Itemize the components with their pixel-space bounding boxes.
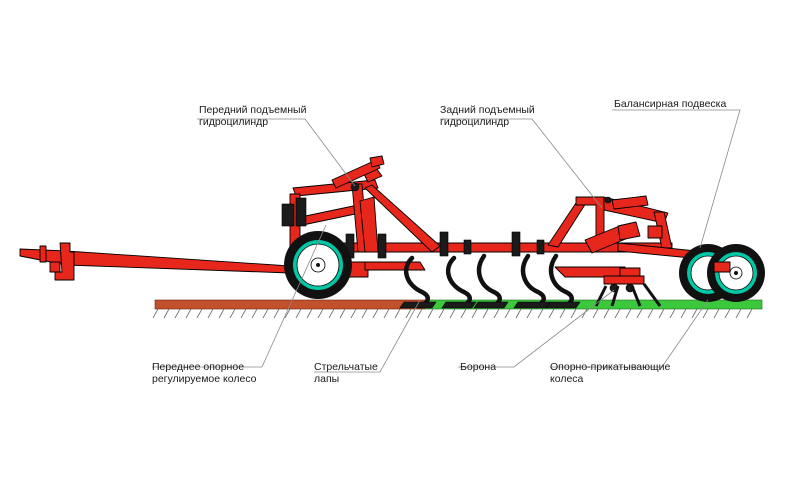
hatch-mark: [361, 308, 368, 319]
hatch-mark: [317, 308, 324, 319]
hatch-mark: [218, 308, 225, 319]
hatch-mark: [262, 308, 269, 319]
hatch-mark: [592, 308, 599, 319]
hatch-mark: [515, 308, 522, 319]
sweep-shank-3: [476, 253, 502, 309]
packer-wheels: [679, 244, 765, 302]
hatch-mark: [306, 308, 313, 319]
label-sweeps: Стрельчатые лапы: [314, 361, 381, 385]
hatch-mark: [163, 308, 170, 319]
hatch-mark: [680, 308, 687, 319]
sweep-shank-4: [520, 253, 546, 309]
sweep-foot-1: [399, 301, 437, 309]
hatch-mark: [581, 308, 588, 319]
hatch-mark: [328, 308, 335, 319]
hatch-mark: [449, 308, 456, 319]
hatch-mark: [273, 308, 280, 319]
hatch-mark: [284, 308, 291, 319]
label-balance-suspension: Балансирная подвеска: [614, 98, 726, 110]
hatch-mark: [636, 308, 643, 319]
hatch-mark: [240, 308, 247, 319]
hatch-mark: [196, 308, 203, 319]
callout-labels: Передний подъемный гидроцилиндр Задний п…: [152, 98, 726, 385]
hatch-mark: [394, 308, 401, 319]
label-packer-wheels: Опорно-прикатывающие колеса: [550, 361, 673, 385]
hatch-mark: [559, 308, 566, 319]
hatch-mark: [438, 308, 445, 319]
ground-hatching: [152, 308, 753, 319]
hatch-mark: [625, 308, 632, 319]
hatch-mark: [548, 308, 555, 319]
rear-hydraulic-cylinder: [584, 195, 649, 254]
label-rear-cylinder: Задний подъемный гидроцилиндр: [440, 104, 538, 128]
hatch-mark: [647, 308, 654, 319]
sweep-foot-4: [513, 301, 551, 309]
hatch-mark: [383, 308, 390, 319]
hatch-mark: [207, 308, 214, 319]
hatch-mark: [493, 308, 500, 319]
sweep-foot-2: [441, 301, 477, 309]
hatch-mark: [669, 308, 676, 319]
label-front-cylinder: Передний подъемный гидроцилиндр: [199, 104, 309, 128]
sweep-shank-5: [548, 253, 574, 309]
front-hydraulic-cylinder: [331, 155, 385, 189]
hatch-mark: [460, 308, 467, 319]
hatch-mark: [350, 308, 357, 319]
hatch-mark: [251, 308, 258, 319]
harrow: [594, 275, 662, 307]
front-wheel: [284, 231, 352, 299]
hatch-mark: [658, 308, 665, 319]
hatch-mark: [174, 308, 181, 319]
hatch-mark: [724, 308, 731, 319]
hatch-mark: [570, 308, 577, 319]
hatch-mark: [482, 308, 489, 319]
hatch-mark: [537, 308, 544, 319]
hatch-mark: [471, 308, 478, 319]
hatch-mark: [405, 308, 412, 319]
hatch-mark: [295, 308, 302, 319]
label-harrow: Борона: [460, 361, 496, 373]
hatch-mark: [339, 308, 346, 319]
sweep-foot-5: [545, 301, 581, 309]
hatch-mark: [152, 308, 159, 319]
sweep-foot-3: [473, 301, 509, 309]
label-front-wheel: Переднее опорное регулируемое колесо: [152, 361, 257, 385]
hatch-mark: [185, 308, 192, 319]
hatch-mark: [427, 308, 434, 319]
hatch-mark: [504, 308, 511, 319]
hatch-mark: [702, 308, 709, 319]
drawbar: [19, 242, 291, 281]
hatch-mark: [746, 308, 753, 319]
sweep-shanks: [399, 253, 581, 309]
hatch-mark: [713, 308, 720, 319]
hatch-mark: [614, 308, 621, 319]
leader-lines: [152, 109, 741, 373]
hatch-mark: [416, 308, 423, 319]
hatch-mark: [735, 308, 742, 319]
sweep-shank-2: [445, 255, 472, 309]
hatch-mark: [603, 308, 610, 319]
hatch-mark: [691, 308, 698, 319]
hatch-mark: [372, 308, 379, 319]
hatch-mark: [526, 308, 533, 319]
hatch-mark: [229, 308, 236, 319]
